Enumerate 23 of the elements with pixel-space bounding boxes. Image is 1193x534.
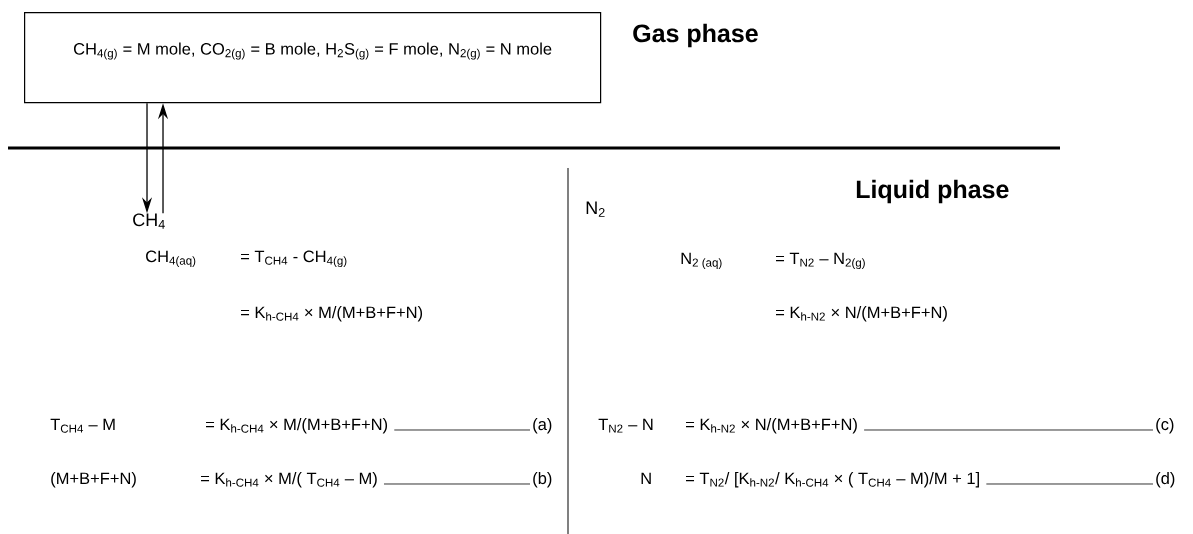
equation-text: = K$_{h-CH4}$ × M/( T$_{CH4}$ – M) bbox=[201, 472, 377, 488]
section-label: N$_{2}$ bbox=[586, 201, 605, 217]
phase-heading: Liquid phase bbox=[856, 179, 1009, 204]
composition-box: CH$_{4(g)}$ = M mole, CO$_{2(g)}$ = B mole, H$_{2}$S$_{(g)}$ = F mole, N$_{2(g)}$ = N mole bbox=[24, 12, 602, 104]
equation-text: = K$_{h-CH4}$ × M/(M+B+F+N) bbox=[206, 418, 388, 434]
equation-text: = K$_{h-CH4}$ × M/(M+B+F+N) bbox=[241, 306, 423, 322]
phase-heading: Gas phase bbox=[633, 23, 758, 48]
equation-text: N$_{2 (aq)}$ bbox=[681, 252, 722, 269]
equation-tag: (b) bbox=[533, 472, 552, 488]
equation-tag: (c) bbox=[1156, 418, 1174, 434]
equation-text: N bbox=[641, 472, 651, 484]
equation-tag: (a) bbox=[533, 418, 552, 434]
equation-text: = T$_{N2}$ – N$_{2(g)}$ bbox=[776, 252, 865, 269]
equation-text: T$_{N2}$ – N bbox=[598, 418, 653, 433]
equation-text: = T$_{CH4}$ - CH$_{4(g)}$ bbox=[241, 250, 347, 267]
equation-text: = K$_{h-N2}$ × N/(M+B+F+N) bbox=[686, 418, 857, 434]
equation-text: T$_{CH4}$ – M bbox=[50, 418, 115, 433]
equation-tag: (d) bbox=[1156, 472, 1175, 488]
equation-text: CH$_{4(aq)}$ bbox=[146, 250, 196, 267]
equation-text: (M+B+F+N) bbox=[51, 472, 136, 488]
equation-text: = K$_{h-N2}$ × N/(M+B+F+N) bbox=[776, 306, 947, 322]
equation-text: = T$_{N2}$/ [K$_{h-N2}$/ K$_{h-CH4}$ × ( T$_{CH4}$ – M)/M + 1] bbox=[686, 472, 979, 488]
section-label: CH$_{4}$ bbox=[133, 213, 165, 229]
